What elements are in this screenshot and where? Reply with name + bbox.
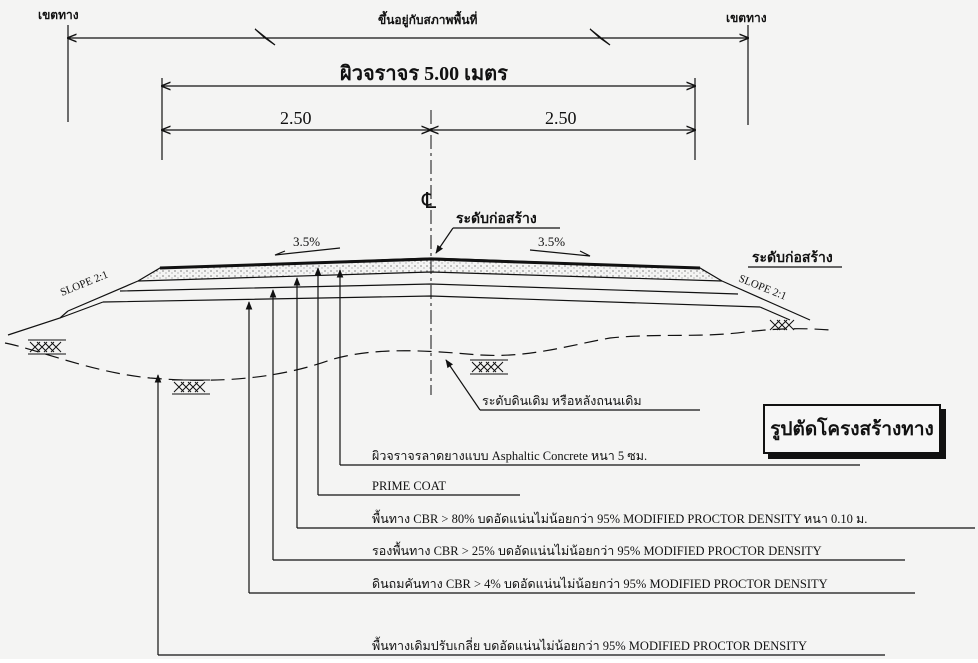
edge-level-label: ระดับก่อสร้าง (752, 250, 833, 266)
layer-label-asphalt: ผิวจราจรลาดยางแบบ Asphaltic Concrete หนา… (372, 449, 647, 463)
existing-ground-line (4, 328, 831, 381)
layer-callouts (154, 267, 975, 656)
layer-label-prime-coat: PRIME COAT (372, 479, 446, 493)
layer-label-existing-base: พื้นทางเดิมปรับเกลี่ย บดอัดแน่นไม่น้อยกว… (372, 636, 807, 653)
pavement-width-dimension (162, 78, 695, 160)
layer-label-embankment: ดินถมคันทาง CBR > 4% บดอัดแน่นไม่น้อยกว่… (372, 577, 828, 591)
row-left-label: เขตทาง (38, 8, 79, 22)
drawing-title: รูปตัดโครงสร้างทาง (770, 419, 934, 440)
row-dimension (68, 25, 748, 125)
layer-label-subbase: รองพื้นทาง CBR > 25% บดอัดแน่นไม่น้อยกว่… (372, 541, 822, 558)
crossfall-arrows (274, 247, 591, 257)
existing-ground-leader (445, 359, 481, 411)
earth-hatch-symbols (28, 319, 795, 395)
layer-label-base: พื้นทาง CBR > 80% บดอัดแน่นไม่น้อยกว่า 9… (372, 509, 867, 526)
row-middle-label: ขึ้นอยู่กับสภาพพื้นที่ (378, 10, 478, 28)
half-width-right-label: 2.50 (545, 108, 577, 128)
crown-level-label: ระดับก่อสร้าง (456, 211, 537, 227)
pavement-section (7, 257, 811, 336)
row-right-label: เขตทาง (726, 11, 767, 25)
half-width-left-label: 2.50 (280, 108, 312, 128)
crossfall-left-label: 3.5% (293, 234, 320, 249)
crown-level-leader (435, 227, 454, 254)
side-slope-left-label: SLOPE 2:1 (59, 269, 110, 299)
existing-ground-label: ระดับดินเดิม หรือหลังถนนเดิม (482, 394, 642, 408)
crossfall-right-label: 3.5% (538, 234, 565, 249)
side-slope-right-label: SLOPE 2:1 (737, 273, 788, 303)
drawing-title-box: รูปตัดโครงสร้างทาง (763, 404, 941, 454)
pavement-width-label: ผิวจราจร 5.00 เมตร (340, 63, 508, 85)
centerline-symbol: ℄ (421, 188, 437, 213)
